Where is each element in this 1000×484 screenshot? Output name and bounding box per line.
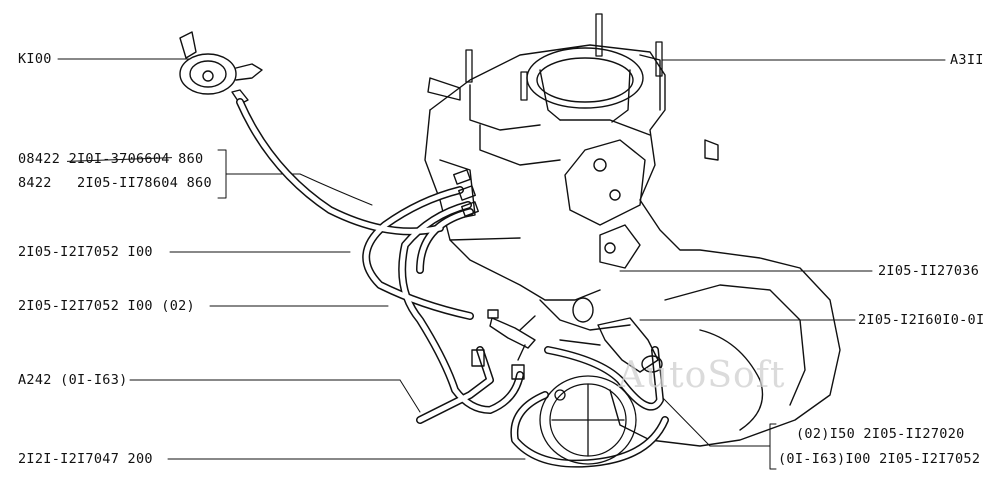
hoses [236, 98, 669, 468]
leader-lines [57, 58, 946, 470]
hoses-inner [237, 99, 668, 467]
label-variant-01: (0I-I63)I00 2I05-I2I7052 [778, 451, 981, 467]
label-hose-2105-100-02: 2I05-I2I7052 I00 (02) [18, 298, 195, 314]
label-08422-old-part: 2I0I-3706604 [68, 151, 170, 167]
fittings [453, 169, 663, 380]
label-a242: A242 (0I-I63) [18, 372, 128, 388]
label-k100: KI00 [18, 51, 52, 67]
label-8422-len: 860 [186, 175, 212, 191]
carburettor-body [424, 44, 841, 447]
label-a311: A3II [950, 52, 984, 68]
label-2121-200: 2I2I-I2I7047 200 [18, 451, 153, 467]
label-08422-code: 08422 [18, 151, 61, 167]
label-8422-part: 2I05-II78604 [77, 175, 179, 191]
studs [465, 13, 663, 101]
watermark: AutoSoft [618, 355, 786, 396]
label-08422-len: 860 [178, 151, 204, 167]
round-unit [539, 375, 637, 465]
label-variant-02: (02)I50 2I05-II27020 [796, 426, 965, 442]
label-hose-2105-100: 2I05-I2I7052 I00 [18, 244, 153, 260]
label-hose-8422: 8422 2I05-II78604 860 [18, 175, 212, 191]
label-8422-code: 8422 [18, 175, 52, 191]
label-2105-1216010: 2I05-I2I60I0-0I [858, 312, 985, 328]
vacuum-unit-k100 [179, 31, 263, 105]
label-hose-08422: 08422 2I0I-3706604 860 [18, 151, 203, 167]
label-2105-1127036: 2I05-II27036 [878, 263, 980, 279]
